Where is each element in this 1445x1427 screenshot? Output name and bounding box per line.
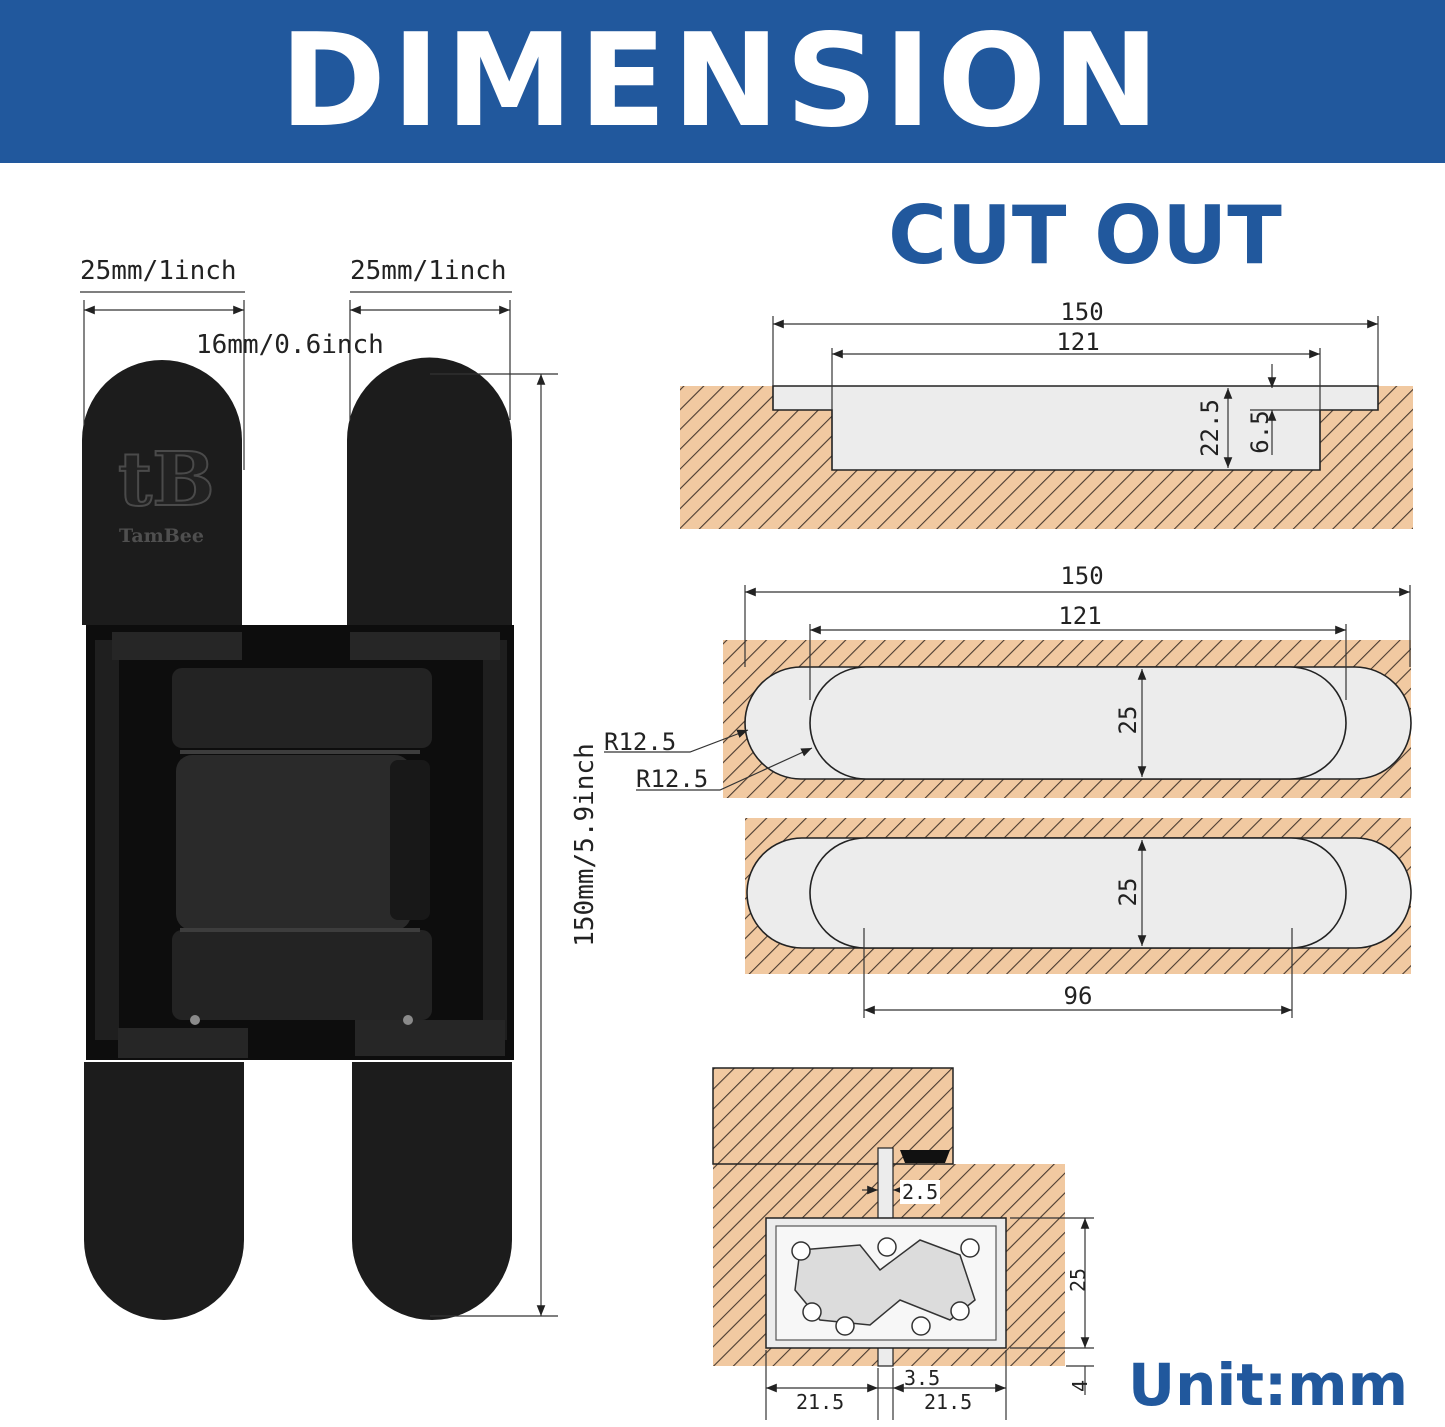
hinge-photo: tB (82, 357, 514, 1320)
gap-3-5-label: 3.5 (904, 1366, 941, 1390)
height-label: 150mm/5.9inch (570, 743, 600, 947)
hole-spacing-label: 96 (1063, 982, 1093, 1010)
mortise-top-step: 6.5 (1246, 410, 1274, 454)
header-banner (0, 0, 1445, 163)
section-depth-label: 25 (1066, 1267, 1090, 1293)
radius-outer-label: R12.5 (604, 728, 677, 756)
cutout-title: CUT OUT (888, 189, 1282, 282)
mortise-round-outer-length: 150 (1060, 562, 1104, 590)
mortise-top-outer-length: 150 (1060, 298, 1104, 326)
mortise-round2-width: 25 (1114, 877, 1142, 907)
mortise-top-section (680, 316, 1413, 529)
offset-left-label: 21.5 (796, 1390, 845, 1414)
leaf-width-right-label: 25mm/1inch (350, 256, 507, 286)
mortise-rounded-top-view (604, 585, 1412, 798)
hinge-dimension-lines (80, 291, 558, 1317)
gap-label: 16mm/0.6inch (196, 330, 384, 360)
clearance-label: 2.5 (900, 1180, 941, 1204)
mortise-rounded-holes-view (745, 818, 1412, 1018)
mortise-top-depth: 22.5 (1196, 399, 1224, 457)
leaf-width-left-label: 25mm/1inch (80, 256, 237, 286)
offset-right-label: 21.5 (924, 1390, 973, 1414)
brand-name: TamBee (119, 525, 204, 547)
svg-text:tB: tB (118, 437, 215, 523)
banner-title: DIMENSION (279, 7, 1166, 156)
unit-label: Unit:mm (1127, 1351, 1409, 1419)
brand-logo: tB (117, 436, 216, 524)
mortise-top-inner-length: 121 (1056, 328, 1100, 356)
mortise-round-inner-length: 121 (1058, 602, 1102, 630)
radius-inner-label: R12.5 (636, 765, 709, 793)
reveal-label: 4 (1068, 1379, 1092, 1393)
mortise-round-width: 25 (1114, 705, 1142, 735)
